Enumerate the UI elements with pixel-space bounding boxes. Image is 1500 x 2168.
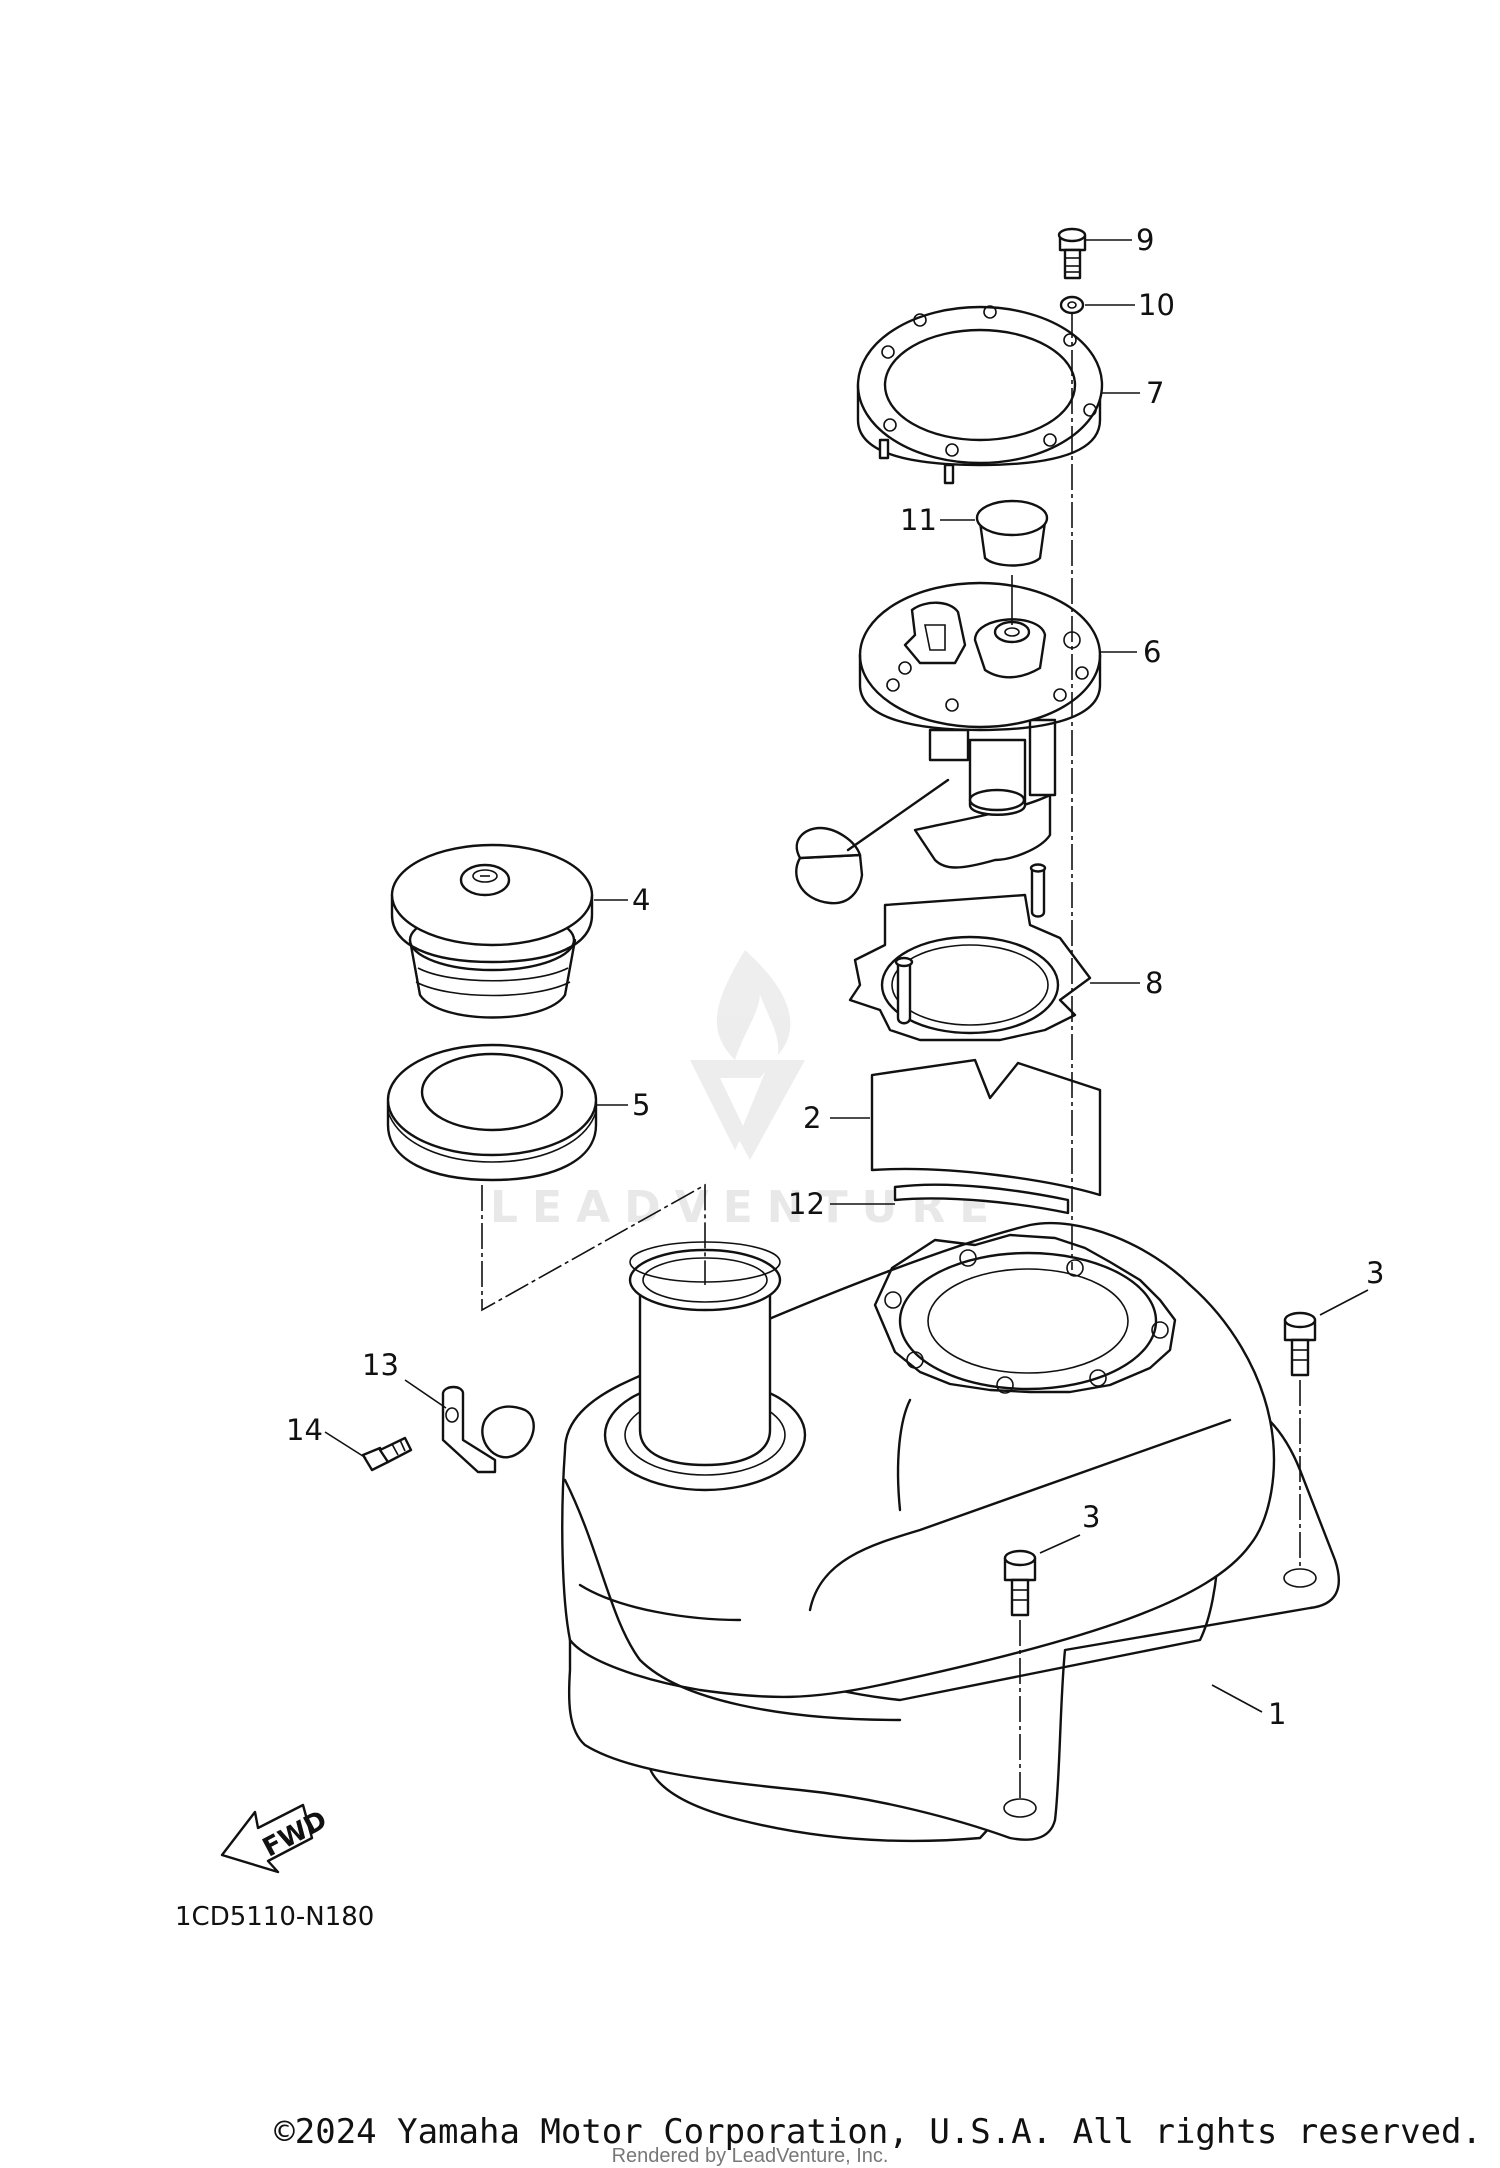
callout-2: 2	[803, 1101, 821, 1135]
callout-9: 9	[1136, 223, 1154, 257]
part-14-bolt	[361, 1436, 413, 1472]
part-9-screw	[1057, 227, 1087, 280]
assembly-lines	[481, 312, 1301, 1800]
callout-labels: 1 2 3 3 4 5 6 7 8 9 10 11 12 13 14	[286, 223, 1384, 1731]
callout-12: 12	[788, 1187, 825, 1221]
callout-13: 13	[362, 1348, 399, 1382]
part-2-sheet	[870, 1058, 1102, 1197]
part-10-washer	[1059, 295, 1085, 315]
callout-3-b: 3	[1082, 1500, 1100, 1534]
part-3-bolt-a	[1283, 1311, 1317, 1377]
callout-10: 10	[1138, 288, 1175, 322]
callout-14: 14	[286, 1413, 323, 1447]
drawing-code: 1CD5110-N180	[175, 1902, 374, 1932]
part-6-fuel-pump	[795, 581, 1102, 905]
callout-8: 8	[1145, 966, 1163, 1000]
callout-6: 6	[1143, 635, 1161, 669]
part-3-bolt-b	[1003, 1549, 1037, 1617]
callout-7: 7	[1146, 376, 1164, 410]
part-5-seal-ring	[386, 1043, 598, 1182]
leader-lines	[324, 239, 1369, 1713]
part-11-cover	[975, 499, 1049, 625]
callout-5: 5	[632, 1088, 650, 1122]
part-fuel-tank	[561, 1221, 1340, 1843]
part-8-retainer	[848, 863, 1092, 1042]
part-7-ring-plate	[856, 305, 1104, 485]
callout-11: 11	[900, 503, 937, 537]
callout-4: 4	[632, 883, 650, 917]
fwd-arrow-icon: FWD	[220, 1803, 332, 1874]
watermark-logo: LEADVENTURE	[490, 950, 989, 1233]
part-13-bracket	[441, 1385, 535, 1474]
part-4-fuel-cap	[390, 843, 594, 1019]
rendered-by-text: Rendered by LeadVenture, Inc.	[611, 2145, 889, 2167]
callout-3-a: 3	[1366, 1256, 1384, 1290]
callout-1: 1	[1268, 1697, 1286, 1731]
copyright-text: ©2024 Yamaha Motor Corporation, U.S.A. A…	[274, 2112, 1482, 2152]
part-12-gasket	[893, 1183, 1070, 1215]
